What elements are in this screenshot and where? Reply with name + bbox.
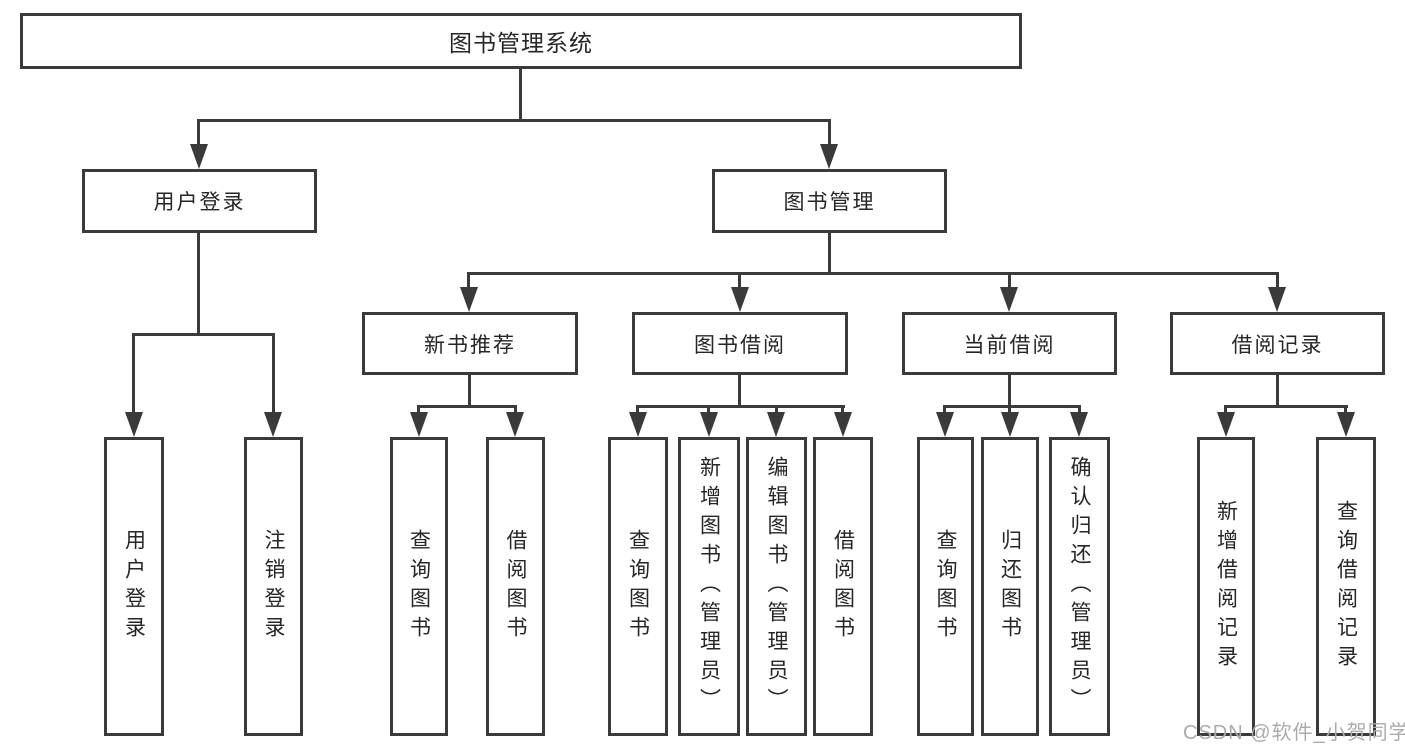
node-label: 确认归还（管理员） <box>1068 456 1091 717</box>
connector-line <box>943 405 1081 408</box>
node-label: 新书推荐 <box>424 333 516 357</box>
connector-line <box>417 405 420 414</box>
node-label: 图书借阅 <box>694 333 786 357</box>
leaf-query-borrow-record: 查询借阅记录 <box>1316 437 1376 736</box>
node-label: 图书管理 <box>783 191 876 214</box>
arrow-down-icon <box>700 412 718 437</box>
leaf-add-borrow-record: 新增借阅记录 <box>1197 437 1255 736</box>
arrow-down-icon <box>410 412 428 437</box>
connector-line <box>197 119 200 147</box>
leaf-borrow-books: 借阅图书 <box>813 437 873 736</box>
arrow-down-icon <box>767 412 785 437</box>
connector-line <box>1224 405 1348 408</box>
connector-line <box>943 405 946 414</box>
connector-line <box>1344 405 1347 414</box>
arrow-down-icon <box>629 412 647 437</box>
leaf-user-login: 用户登录 <box>104 437 164 736</box>
node-label: 借阅图书 <box>831 528 855 645</box>
arrow-down-icon <box>506 412 524 437</box>
connector-line <box>1008 375 1011 405</box>
connector-line <box>775 405 778 414</box>
arrow-down-icon <box>731 287 749 312</box>
leaf-edit-books-admin: 编辑图书（管理员） <box>746 437 807 736</box>
connector-line <box>514 405 517 414</box>
connector-line <box>132 333 135 413</box>
connector-line <box>738 272 741 288</box>
arrow-down-icon <box>1217 412 1235 437</box>
connector-line <box>197 119 831 122</box>
node-current-borrowing: 当前借阅 <box>902 312 1117 375</box>
connector-line <box>841 405 844 414</box>
connector-line <box>272 333 275 413</box>
connector-line <box>417 405 517 408</box>
arrow-down-icon <box>1070 412 1088 437</box>
node-label: 查询借阅记录 <box>1334 499 1358 674</box>
node-user-login: 用户登录 <box>82 169 317 233</box>
node-label: 图书管理系统 <box>449 30 593 56</box>
connector-line <box>1078 405 1081 414</box>
node-label: 查询图书 <box>407 528 431 645</box>
node-new-book-recommend: 新书推荐 <box>362 312 578 375</box>
connector-line <box>467 272 470 288</box>
connector-line <box>828 233 831 272</box>
leaf-confirm-return-admin: 确认归还（管理员） <box>1049 437 1110 736</box>
node-label: 查询图书 <box>934 528 957 645</box>
arrow-down-icon <box>190 144 208 169</box>
node-label: 归还图书 <box>998 528 1022 645</box>
arrow-down-icon <box>1268 287 1286 312</box>
leaf-query-books-recommend: 查询图书 <box>390 437 448 736</box>
leaf-logout: 注销登录 <box>244 437 303 736</box>
connector-line <box>1008 272 1011 288</box>
node-book-management: 图书管理 <box>712 169 947 233</box>
connector-line <box>738 375 741 405</box>
leaf-query-books: 查询图书 <box>608 437 668 736</box>
connector-line <box>707 405 710 414</box>
leaf-borrow-books-recommend: 借阅图书 <box>486 437 545 736</box>
node-label: 借阅图书 <box>504 528 527 645</box>
connector-line <box>132 333 275 336</box>
arrow-down-icon <box>460 287 478 312</box>
connector-line <box>1008 405 1011 414</box>
node-label: 注销登录 <box>262 528 285 645</box>
connector-line <box>1224 405 1227 414</box>
leaf-add-books-admin: 新增图书（管理员） <box>678 437 740 736</box>
arrow-down-icon <box>820 144 838 169</box>
connector-line <box>1276 375 1279 405</box>
arrow-down-icon <box>1337 412 1355 437</box>
connector-line <box>519 69 522 119</box>
node-label: 借阅记录 <box>1231 333 1324 357</box>
connector-line <box>636 405 639 414</box>
node-root-library-system: 图书管理系统 <box>20 13 1022 69</box>
arrow-down-icon <box>936 412 954 437</box>
arrow-down-icon <box>1001 412 1019 437</box>
leaf-query-books-current: 查询图书 <box>917 437 974 736</box>
node-label: 新增图书（管理员） <box>697 456 721 717</box>
node-book-borrowing: 图书借阅 <box>632 312 848 375</box>
arrow-down-icon <box>834 412 852 437</box>
node-label: 用户登录 <box>153 191 246 214</box>
node-label: 编辑图书（管理员） <box>765 456 788 717</box>
node-label: 当前借阅 <box>963 333 1056 357</box>
connector-line <box>197 233 200 333</box>
node-label: 用户登录 <box>122 528 146 645</box>
connector-line <box>828 119 831 147</box>
connector-line <box>636 405 845 408</box>
connector-line <box>468 375 471 405</box>
leaf-return-books: 归还图书 <box>981 437 1039 736</box>
arrow-down-icon <box>264 412 282 437</box>
connector-line <box>467 272 1279 275</box>
node-borrowing-records: 借阅记录 <box>1170 312 1385 375</box>
node-label: 新增借阅记录 <box>1214 499 1238 674</box>
node-label: 查询图书 <box>626 528 650 645</box>
arrow-down-icon <box>125 412 143 437</box>
connector-line <box>1276 272 1279 288</box>
arrow-down-icon <box>1000 287 1018 312</box>
csdn-watermark: CSDN @软件_小贺同学 <box>1183 722 1405 744</box>
